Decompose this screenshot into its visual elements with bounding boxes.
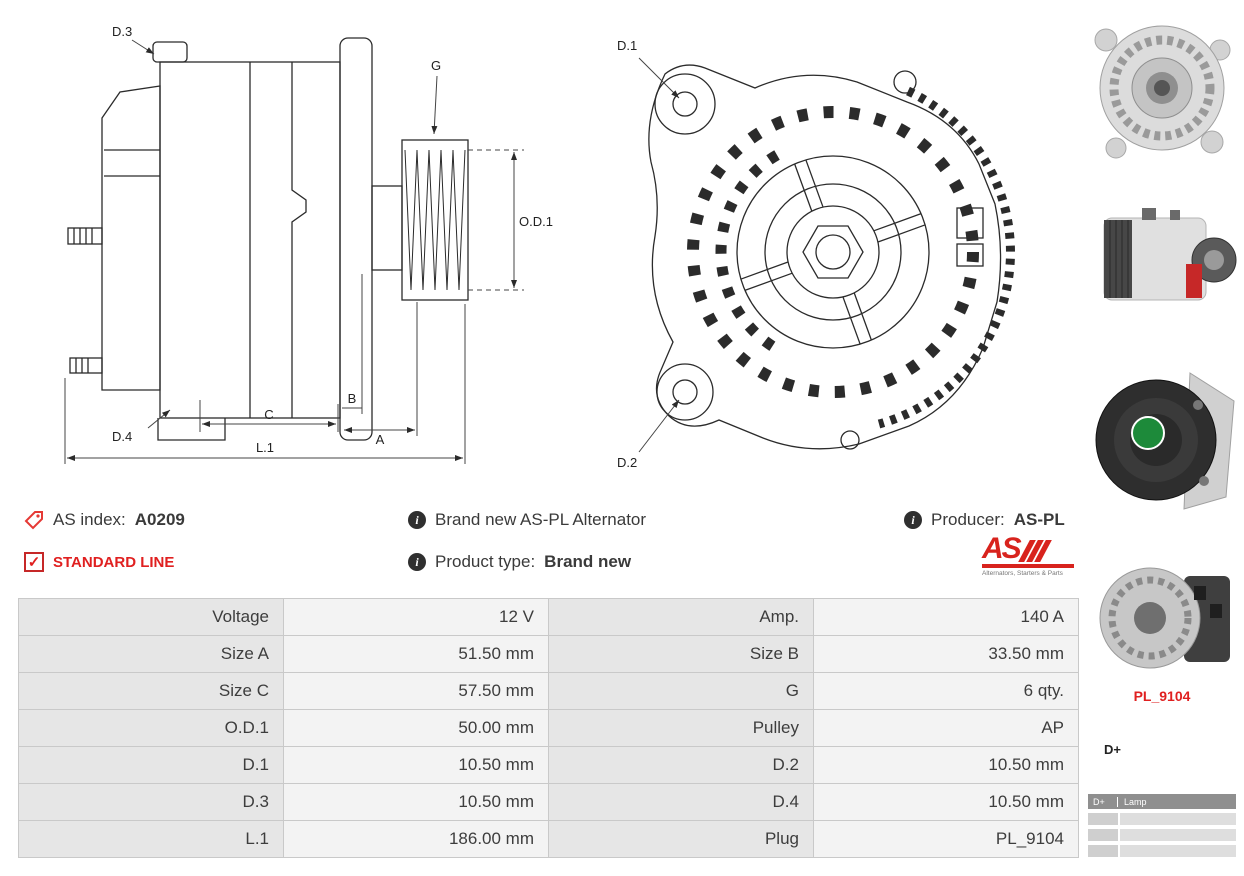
label-g: G — [431, 58, 441, 73]
spec-value: 10.50 mm — [813, 783, 1079, 821]
product-photo-4[interactable] — [1086, 552, 1238, 684]
spec-value: 33.50 mm — [813, 635, 1079, 673]
spec-value: 10.50 mm — [283, 783, 549, 821]
alternator-front-outline — [648, 64, 1002, 450]
photo-side-view — [1103, 208, 1237, 301]
side-view-drawing: D.3 D.4 G O.D.1 C B A L.1 — [64, 24, 553, 464]
housing-teeth — [877, 86, 1015, 429]
legend-col-dplus: D+ — [1088, 796, 1118, 807]
legend-header: D+ Lamp — [1088, 794, 1236, 809]
side-view-labels: D.3 D.4 G O.D.1 C B A L.1 — [112, 24, 553, 455]
spec-label: Plug — [548, 820, 814, 858]
label-d2: D.2 — [617, 455, 637, 470]
aspl-logo-stripes — [1017, 540, 1052, 562]
table-row: Size C 57.50 mm G 6 qty. — [18, 672, 1079, 710]
terminal-legend: D+ Lamp — [1088, 794, 1236, 857]
info-icon: i — [408, 553, 426, 571]
spec-label: Size A — [18, 635, 284, 673]
front-view-leaders — [638, 57, 680, 453]
product-type-label: Product type: — [435, 552, 536, 571]
spec-table: Voltage 12 V Amp. 140 A Size A 51.50 mm … — [18, 598, 1079, 858]
spec-value: PL_9104 — [813, 820, 1079, 858]
alternator-side-outline — [67, 37, 469, 441]
spec-label: D.2 — [548, 746, 814, 784]
label-l1: L.1 — [256, 440, 274, 455]
product-description: Brand new AS-PL Alternator — [435, 510, 647, 529]
table-row: O.D.1 50.00 mm Pulley AP — [18, 709, 1079, 747]
label-od1: O.D.1 — [519, 214, 553, 229]
table-row: D.1 10.50 mm D.2 10.50 mm — [18, 746, 1079, 784]
legend-row — [1088, 829, 1236, 841]
label-d3: D.3 — [112, 24, 132, 39]
photo-front-silver — [1094, 25, 1231, 159]
product-photo-2[interactable] — [1086, 180, 1238, 338]
spec-value: 6 qty. — [813, 672, 1079, 710]
producer-value: AS-PL — [1013, 510, 1065, 529]
label-b: B — [348, 391, 357, 406]
photo-dark-angled — [1095, 372, 1235, 510]
vent-slot-ring-inner — [715, 150, 780, 354]
as-index-value: A0209 — [134, 510, 185, 529]
spec-value: 57.50 mm — [283, 672, 549, 710]
info-icon: i — [408, 511, 426, 529]
spec-label: Size C — [18, 672, 284, 710]
description-row: i Brand new AS-PL Alternator — [408, 510, 646, 530]
standard-line-label: STANDARD LINE — [53, 553, 175, 571]
tag-icon — [24, 511, 43, 530]
table-row: Size A 51.50 mm Size B 33.50 mm — [18, 635, 1079, 673]
spec-label: O.D.1 — [18, 709, 284, 747]
legend-row — [1088, 813, 1236, 825]
table-row: D.3 10.50 mm D.4 10.50 mm — [18, 783, 1079, 821]
spec-value: 50.00 mm — [283, 709, 549, 747]
spec-label: D.4 — [548, 783, 814, 821]
as-index-label: AS index: — [53, 510, 126, 529]
spec-value: AP — [813, 709, 1079, 747]
product-photo-1[interactable] — [1086, 6, 1238, 168]
spec-label: Amp. — [548, 598, 814, 636]
legend-row — [1088, 845, 1236, 857]
spec-label: G — [548, 672, 814, 710]
spec-value: 10.50 mm — [813, 746, 1079, 784]
spec-value: 10.50 mm — [283, 746, 549, 784]
table-row: Voltage 12 V Amp. 140 A — [18, 598, 1079, 636]
label-a: A — [376, 432, 385, 447]
producer-row: i Producer: AS-PL — [904, 510, 1065, 530]
spec-label: L.1 — [18, 820, 284, 858]
terminal-label: D+ — [1104, 742, 1121, 757]
product-type-row: i Product type: Brand new — [408, 552, 631, 572]
spec-label: Pulley — [548, 709, 814, 747]
aspl-logo: AS Alternators, Starters & Parts — [982, 534, 1074, 577]
table-row: L.1 186.00 mm Plug PL_9104 — [18, 820, 1079, 858]
photo-rear-view — [1099, 567, 1230, 669]
spec-label: D.3 — [18, 783, 284, 821]
legend-col-lamp: Lamp — [1124, 796, 1147, 807]
as-index-row: AS index: A0209 — [24, 510, 185, 530]
spec-label: Voltage — [18, 598, 284, 636]
front-view-drawing: D.1 D.2 — [617, 38, 1015, 470]
spec-label: Size B — [548, 635, 814, 673]
label-c: C — [264, 407, 273, 422]
spec-value: 12 V — [283, 598, 549, 636]
plug-code: PL_9104 — [1133, 688, 1191, 704]
aspl-logo-tagline: Alternators, Starters & Parts — [982, 570, 1063, 577]
label-d1: D.1 — [617, 38, 637, 53]
spec-value: 51.50 mm — [283, 635, 549, 673]
info-icon: i — [904, 511, 922, 529]
label-d4: D.4 — [112, 429, 132, 444]
aspl-logo-text: AS — [982, 532, 1022, 565]
check-icon: ✓ — [24, 552, 44, 572]
product-photo-3[interactable] — [1086, 345, 1238, 523]
spec-label: D.1 — [18, 746, 284, 784]
vent-slot-ring — [687, 106, 979, 398]
spec-value: 140 A — [813, 598, 1079, 636]
product-type-value: Brand new — [544, 552, 632, 571]
spec-value: 186.00 mm — [283, 820, 549, 858]
aspl-logo-underline — [982, 564, 1074, 568]
producer-label: Producer: — [931, 510, 1005, 529]
front-view-labels: D.1 D.2 — [617, 38, 637, 470]
dimension-lines — [64, 39, 524, 464]
standard-line-row: ✓ STANDARD LINE — [24, 552, 174, 572]
